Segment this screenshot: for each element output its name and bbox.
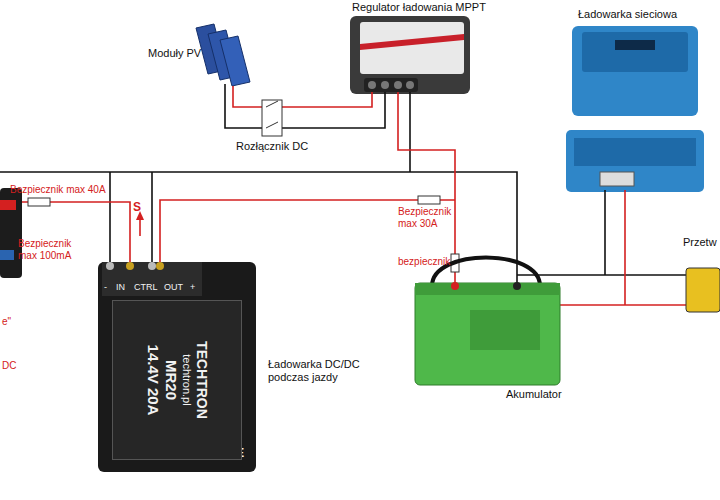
text-label: IN: [116, 282, 125, 292]
text-label: Rozłącznik DC: [236, 140, 308, 153]
device-text: 14.4V 20A: [144, 305, 162, 455]
text-label: Przetw: [683, 236, 717, 249]
text-label: -: [104, 282, 107, 292]
device-text: MR20: [162, 305, 180, 455]
text-label: Bezpiecznik max 40A: [10, 184, 106, 196]
device-plate: TECHTRONtechtron.plMR2014.4V 20A: [112, 300, 242, 460]
vehicle-device: [0, 188, 22, 278]
text-label: S: [133, 201, 141, 215]
mains-charger: [566, 26, 704, 192]
text-label: CTRL: [134, 282, 158, 292]
fuses: [4, 196, 459, 272]
device-text: techtron.pl: [180, 305, 193, 455]
red-wires: [0, 86, 686, 305]
text-label: Regulator ładowania MPPT: [352, 1, 486, 14]
text-label: bezpiecznik: [398, 256, 450, 268]
text-label: DC: [2, 360, 16, 372]
text-label: +: [190, 282, 195, 292]
device-text: TECHTRON: [193, 305, 210, 455]
text-label: OUT: [164, 282, 183, 292]
pv-modules: [196, 24, 250, 86]
text-label: Moduły PV: [148, 47, 201, 60]
dcdc-housing: [98, 262, 256, 472]
text-label: Akumulator: [506, 388, 562, 401]
black-wires: [0, 84, 686, 283]
mppt-regulator: [350, 16, 470, 94]
text-label: Bezpiecznik max 100mA: [18, 238, 80, 261]
text-label: e": [2, 316, 11, 328]
dc-switch: [262, 100, 282, 136]
text-label: Bezpiecznik max 30A: [398, 206, 460, 229]
converter: [686, 268, 720, 312]
battery: [415, 258, 560, 386]
rotated-text-group: TECHTRONtechtron.plMR2014.4V 20A: [144, 305, 210, 455]
text-label: Ładowarka DC/DC podczas jazdy: [268, 358, 378, 383]
text-label: Ładowarka sieciowa: [578, 8, 677, 21]
